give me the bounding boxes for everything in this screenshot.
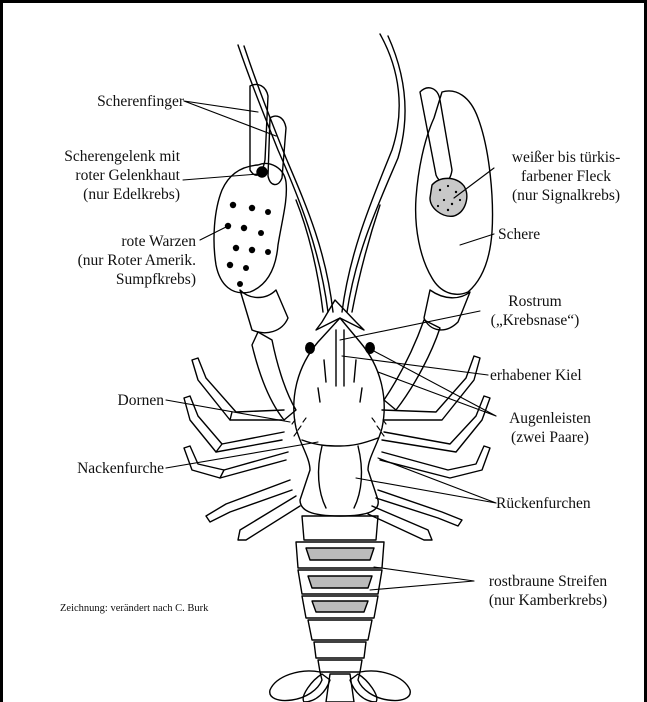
label-streifen: rostbraune Streifen (nur Kamberkrebs) xyxy=(468,572,628,610)
label-kiel: erhabener Kiel xyxy=(490,366,582,385)
label-dornen: Dornen xyxy=(60,391,164,410)
label-augenleisten: Augenleisten (zwei Paare) xyxy=(490,409,610,447)
walking-legs-left xyxy=(184,358,300,540)
branchiocardiac-grooves xyxy=(319,446,362,508)
abdomen xyxy=(296,516,384,672)
drawing-credit: Zeichnung: verändert nach C. Burk xyxy=(60,603,208,614)
label-fleck: weißer bis türkis- farbener Fleck (nur S… xyxy=(490,148,642,205)
label-rueckenfurchen: Rückenfurchen xyxy=(496,494,591,513)
label-rostrum: Rostrum („Krebsnase“) xyxy=(480,292,590,330)
red-warts xyxy=(225,202,271,287)
joint-membrane xyxy=(257,167,267,177)
label-scherenfinger: Scherenfinger xyxy=(60,92,184,111)
carapace xyxy=(292,300,386,516)
label-schere: Schere xyxy=(498,225,540,244)
left-claw xyxy=(214,84,296,420)
stripe-3 xyxy=(312,601,368,612)
label-rote-warzen: rote Warzen (nur Roter Amerik. Sumpfkreb… xyxy=(20,232,196,289)
right-claw xyxy=(384,88,492,410)
cervical-groove xyxy=(302,438,378,446)
label-scherengelenk: Scherengelenk mit roter Gelenkhaut (nur … xyxy=(20,147,180,204)
stripe-1 xyxy=(306,548,374,560)
stripe-2 xyxy=(308,576,372,588)
spines xyxy=(292,418,386,436)
tail-fan xyxy=(270,671,411,702)
walking-legs-right xyxy=(368,356,490,540)
label-nackenfurche: Nackenfurche xyxy=(40,459,164,478)
